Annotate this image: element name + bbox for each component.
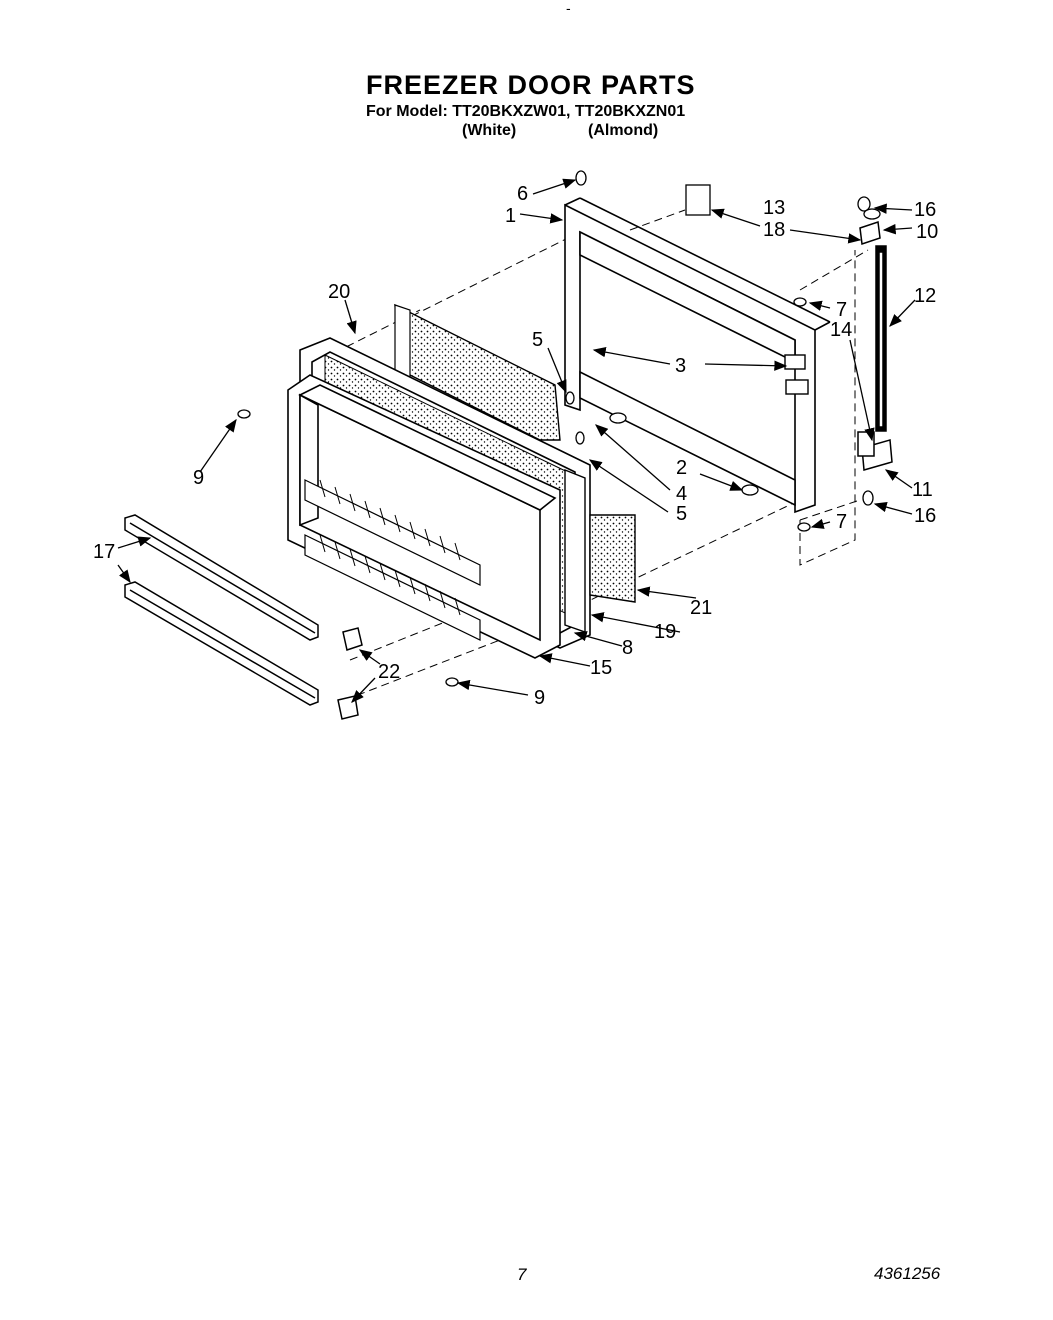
callout-3: 3 xyxy=(675,355,686,377)
callout-2: 2 xyxy=(676,457,687,479)
document-number: 4361256 xyxy=(874,1264,941,1283)
hinge-parts xyxy=(857,220,893,471)
end-caps xyxy=(337,627,363,720)
callout-17: 17 xyxy=(93,541,115,563)
callout-11: 11 xyxy=(912,479,933,501)
callout-18: 18 xyxy=(763,219,785,241)
callout-4: 4 xyxy=(676,483,687,505)
callout-labels: 1 2 3 4 5 5 6 7 7 8 9 9 10 11 12 13 14 1… xyxy=(93,183,938,709)
callout-16a: 16 xyxy=(914,199,936,221)
callout-5b: 5 xyxy=(676,503,687,525)
liner-shelves xyxy=(304,479,481,641)
callout-20: 20 xyxy=(328,281,350,303)
callout-10: 10 xyxy=(916,221,938,243)
callout-8: 8 xyxy=(622,637,633,659)
door-frame xyxy=(564,197,831,514)
foam-liner xyxy=(394,303,561,441)
callout-1: 1 xyxy=(505,205,516,227)
page-number: 7 xyxy=(517,1265,527,1284)
variant-almond: (Almond) xyxy=(588,122,659,139)
model-line: For Model: TT20BKXZW01, TT20BKXZN01 xyxy=(366,103,686,120)
callout-16b: 16 xyxy=(914,505,936,527)
callout-14: 14 xyxy=(830,319,852,341)
top-mark: - xyxy=(566,0,571,16)
trim-strips xyxy=(124,514,319,706)
leader-lines xyxy=(117,178,916,703)
callout-6: 6 xyxy=(517,183,528,205)
callout-9b: 9 xyxy=(534,687,545,709)
callout-19: 19 xyxy=(654,621,676,643)
callout-7b: 7 xyxy=(836,511,847,533)
callout-5a: 5 xyxy=(532,329,543,351)
callout-9a: 9 xyxy=(193,467,204,489)
variant-white: (White) xyxy=(462,122,517,139)
callout-15: 15 xyxy=(590,657,612,679)
side-panel xyxy=(564,468,636,633)
fasteners xyxy=(237,170,881,687)
callout-21: 21 xyxy=(690,597,712,619)
door-liner xyxy=(287,374,561,659)
callout-22: 22 xyxy=(378,661,400,683)
callout-7a: 7 xyxy=(836,299,847,321)
page-title: FREEZER DOOR PARTS xyxy=(366,70,696,100)
callout-12: 12 xyxy=(914,285,936,307)
callout-13: 13 xyxy=(763,197,785,219)
